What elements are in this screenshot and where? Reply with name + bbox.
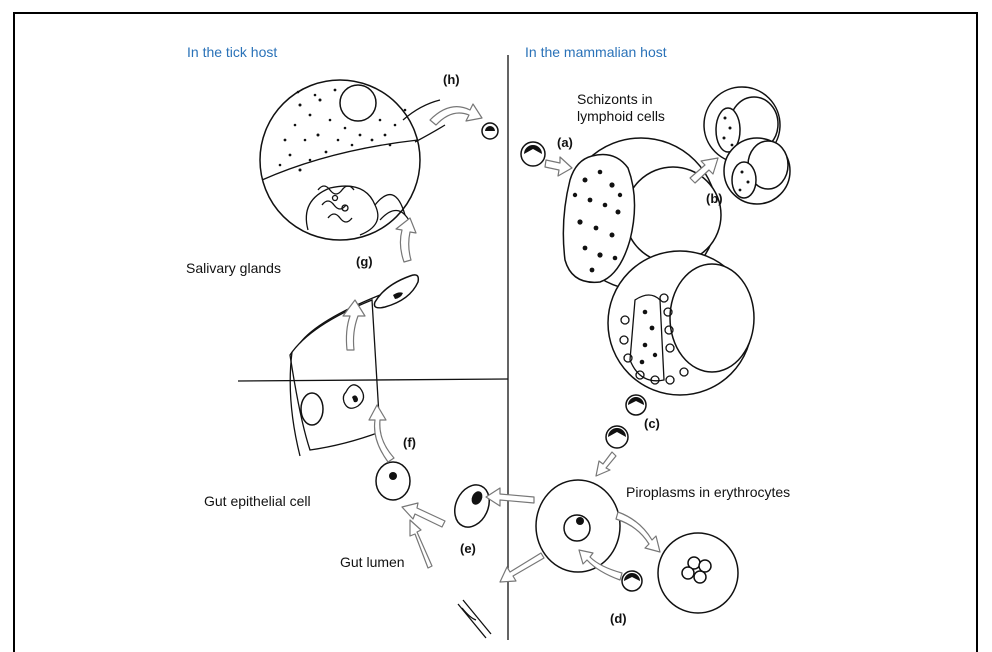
gametes-e [448,479,496,638]
arrow-e-to-f [402,503,445,527]
erythrocyte-with-piroplasm [536,480,620,572]
lymphoid-cell-b-lower [724,138,790,204]
sporozoite-h [482,123,498,139]
stage-g: (g) [356,254,373,269]
arrow-g [396,218,416,262]
gut-epithelial-cell-label: Gut epithelial cell [204,493,311,509]
arrow-lumen-to-f [410,520,432,568]
arrow-f-up [369,405,394,462]
piroplasms-label: Piroplasms in erythrocytes [626,484,790,500]
parasite-c-1 [626,395,646,415]
arrow-to-lumen [500,553,544,582]
schizonts-label-1: Schizonts in [577,91,652,107]
arrow-to-e [486,488,534,506]
salivary-gland-cell [260,80,445,240]
arrow-a [545,157,572,176]
schizonts-label-2: lymphoid cells [577,108,665,124]
stage-h: (h) [443,72,460,87]
lymphoid-cell-merozoites [608,251,754,395]
stage-d: (d) [610,611,627,626]
arrow-c [596,452,616,476]
stage-f: (f) [403,435,416,450]
horizontal-divider [238,379,508,381]
parasite-c-2 [606,426,628,448]
zygote-f [376,462,410,500]
stage-a: (a) [557,135,573,150]
stage-e: (e) [460,541,476,556]
tick-host-header: In the tick host [187,44,277,60]
gut-lumen-label: Gut lumen [340,554,405,570]
parasite-d [622,571,642,591]
arrow-cell-to-g [343,300,365,350]
gut-epithelial-cell [290,295,380,456]
stage-b: (b) [706,191,723,206]
mammalian-host-header: In the mammalian host [525,44,667,60]
salivary-glands-label: Salivary glands [186,260,281,276]
arrow-h [430,104,482,125]
arrow-to-divide [616,512,660,552]
parasite-a [521,142,545,166]
stage-c: (c) [644,416,660,431]
dividing-piroplasm-erythrocyte [658,533,738,613]
kinete-g [374,275,418,308]
